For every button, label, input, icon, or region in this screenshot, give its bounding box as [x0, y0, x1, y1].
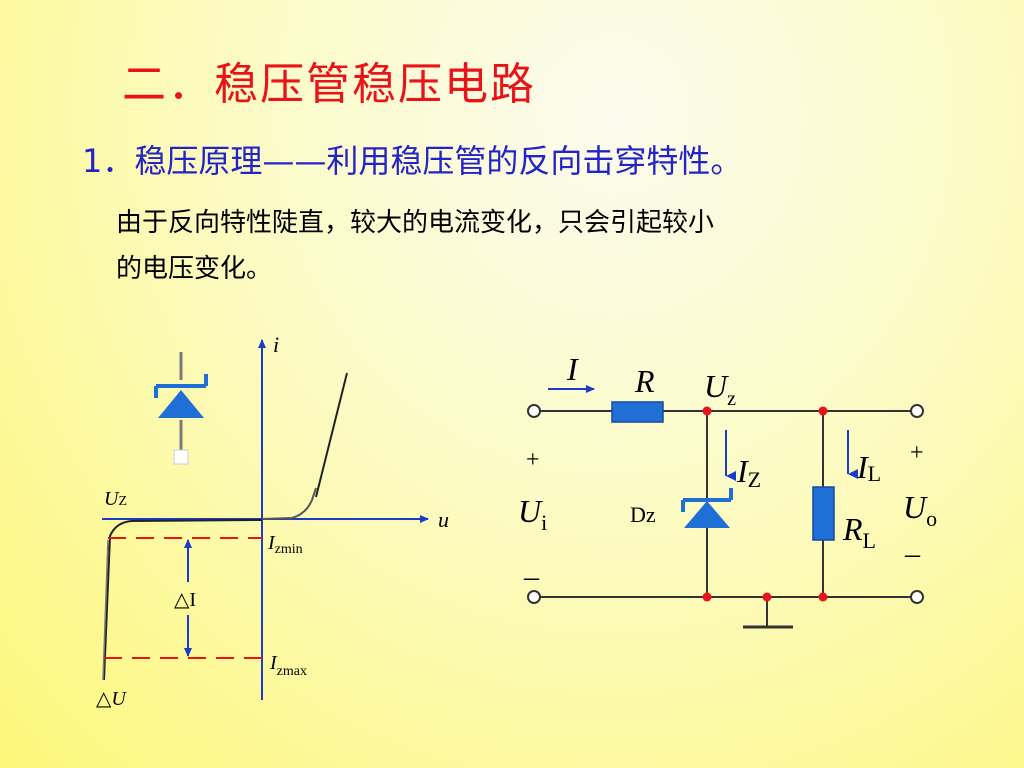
body-line-1: 由于反向特性陡直，较大的电流变化，只会引起较小	[116, 208, 715, 238]
iz-sub: Z	[748, 467, 761, 492]
rl-main: R	[842, 511, 863, 547]
slide-subtitle: 1．稳压原理——利用稳压管的反向击穿特性。	[82, 142, 743, 180]
uo-sub: o	[926, 506, 937, 531]
iz-label: IZ	[736, 453, 761, 492]
u-axis-label: u	[438, 507, 449, 532]
delta-i-label: △I	[174, 589, 196, 611]
delta-u-label: △U	[96, 688, 127, 710]
input-minus: –	[523, 560, 540, 593]
iv-uz-main: U	[104, 488, 120, 510]
uo-label: Uo	[903, 489, 937, 531]
terminal-top-left	[527, 404, 541, 418]
izmax-label: Izmax	[269, 652, 307, 679]
terminal-top-right	[910, 404, 924, 418]
terminal-bottom-right	[910, 590, 924, 604]
circuit-uz-main: U	[704, 368, 729, 404]
izmin-label: Izmin	[267, 532, 303, 557]
body-line-2: 的电压变化。	[116, 254, 273, 284]
junction-dot	[818, 406, 828, 416]
circuit-uz-label: Uz	[704, 368, 736, 410]
junction-dot	[702, 406, 712, 416]
dz-label: Dz	[630, 502, 656, 527]
output-minus: –	[904, 537, 921, 570]
resistor-rl	[812, 486, 835, 541]
resistor-r	[611, 401, 664, 423]
izmax-sub: zmax	[277, 664, 307, 679]
uo-main: U	[903, 489, 928, 525]
forward-curve	[261, 487, 317, 520]
delta-u-var: U	[111, 688, 127, 710]
junction-dot	[762, 592, 772, 602]
rl-sub: L	[863, 528, 876, 553]
izmin-main: I	[267, 532, 276, 554]
terminal-bottom-left	[527, 590, 541, 604]
reverse-curve-shadow	[102, 539, 109, 681]
junction-dot	[702, 592, 712, 602]
iv-characteristic: i u △I UZ Izmin Izmax △U	[96, 332, 449, 710]
il-main: I	[856, 449, 869, 485]
output-plus: +	[910, 440, 924, 466]
ui-sub: i	[541, 510, 547, 535]
forward-curve-steep	[315, 372, 348, 498]
resistor-r-label: R	[634, 363, 655, 399]
rl-label: RL	[842, 511, 876, 553]
body-paragraph: 由于反向特性陡直，较大的电流变化，只会引起较小 的电压变化。	[116, 200, 916, 292]
ui-main: U	[518, 493, 543, 529]
delta-u-sym: △	[96, 688, 112, 710]
iz-main: I	[736, 453, 749, 489]
iv-uz-label: UZ	[104, 488, 127, 510]
ui-label: Ui	[518, 493, 547, 535]
izmin-sub: zmin	[275, 542, 303, 557]
izmax-main: I	[269, 652, 278, 674]
slide-title: 二．稳压管稳压电路	[122, 59, 536, 110]
reverse-curve	[103, 519, 263, 681]
zener-diode-symbol-icon	[154, 352, 208, 465]
il-sub: L	[868, 461, 881, 486]
input-plus: +	[526, 447, 540, 473]
il-label: IL	[856, 449, 881, 486]
zener-diode-dz-icon	[681, 488, 733, 528]
i-axis-label: i	[273, 332, 279, 357]
current-i-label: I	[566, 351, 579, 387]
regulator-circuit: I R Uz Dz IZ IL RL	[518, 351, 937, 629]
iv-uz-sub: Z	[118, 494, 127, 509]
circuit-uz-sub: z	[727, 388, 736, 410]
junction-dot	[818, 592, 828, 602]
